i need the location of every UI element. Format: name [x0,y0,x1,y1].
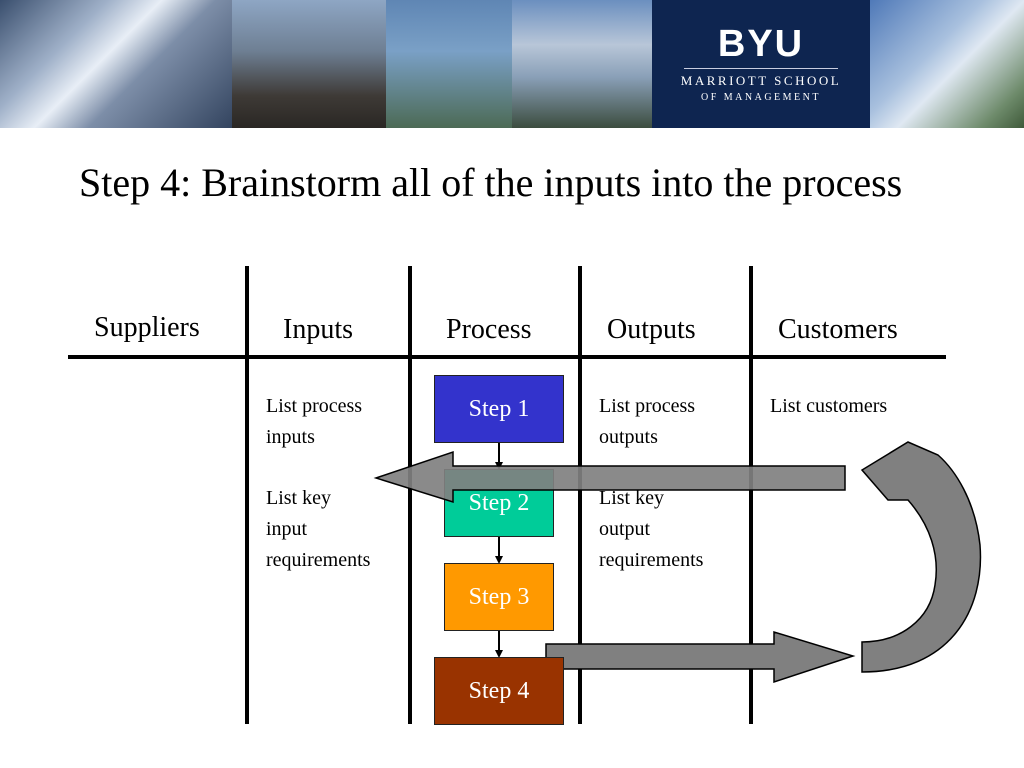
inputs-note-line: input [266,518,308,540]
column-header-suppliers: Suppliers [94,312,200,343]
column-header-process: Process [446,314,532,345]
banner-photo-building [0,0,232,128]
banner-photo-statue [232,0,386,128]
outputs-note-line: List key [599,487,664,509]
logo-school-line1: MARRIOTT SCHOOL [680,73,842,88]
inputs-note-key-requirements: List key input requirements [266,483,370,576]
process-step-1: Step 1 [434,375,564,443]
step3-to-step4-arrowhead [495,650,503,658]
banner-photo-mountain-y [386,0,512,128]
logo-byu-text: BYU [717,23,805,65]
byu-logo: BYU MARRIOTT SCHOOL OF MANAGEMENT [652,0,870,128]
process-step-4: Step 4 [434,657,564,725]
header-divider [68,355,946,359]
column-header-outputs: Outputs [607,314,696,345]
column-header-customers: Customers [778,314,898,345]
step3-to-step4-connector [498,630,500,652]
banner-photo-bell-tower [512,0,652,128]
slide-title: Step 4: Brainstorm all of the inputs int… [79,160,903,205]
header-banner: BYU MARRIOTT SCHOOL OF MANAGEMENT [0,0,1024,128]
outputs-note-line: List process [599,395,696,417]
inputs-note-line: inputs [266,426,315,448]
curved-feedback-arrow [860,441,982,673]
inputs-note-line: List process [266,395,363,417]
step1-to-step2-connector [498,442,500,464]
inputs-note-line: requirements [266,549,371,571]
logo-rule [684,68,838,69]
logo-school-line2: OF MANAGEMENT [701,92,821,103]
step2-to-step3-arrowhead [495,556,503,564]
outputs-note-line: requirements [599,549,704,571]
outputs-note-process-outputs: List process outputs [599,391,695,453]
inputs-note-process-inputs: List process inputs [266,391,362,453]
step2-to-step3-connector [498,536,500,558]
banner-photo-glass-building [870,0,1024,128]
process-step-2: Step 2 [444,469,554,537]
output-arrow [545,630,856,684]
column-header-inputs: Inputs [283,314,353,345]
process-step-3: Step 3 [444,563,554,631]
column-divider-1 [245,266,249,724]
outputs-note-line: output [599,518,651,540]
outputs-note-line: outputs [599,426,658,448]
inputs-note-line: List key [266,487,331,509]
customers-note: List customers [770,395,888,417]
outputs-note-key-requirements: List key output requirements [599,483,703,576]
